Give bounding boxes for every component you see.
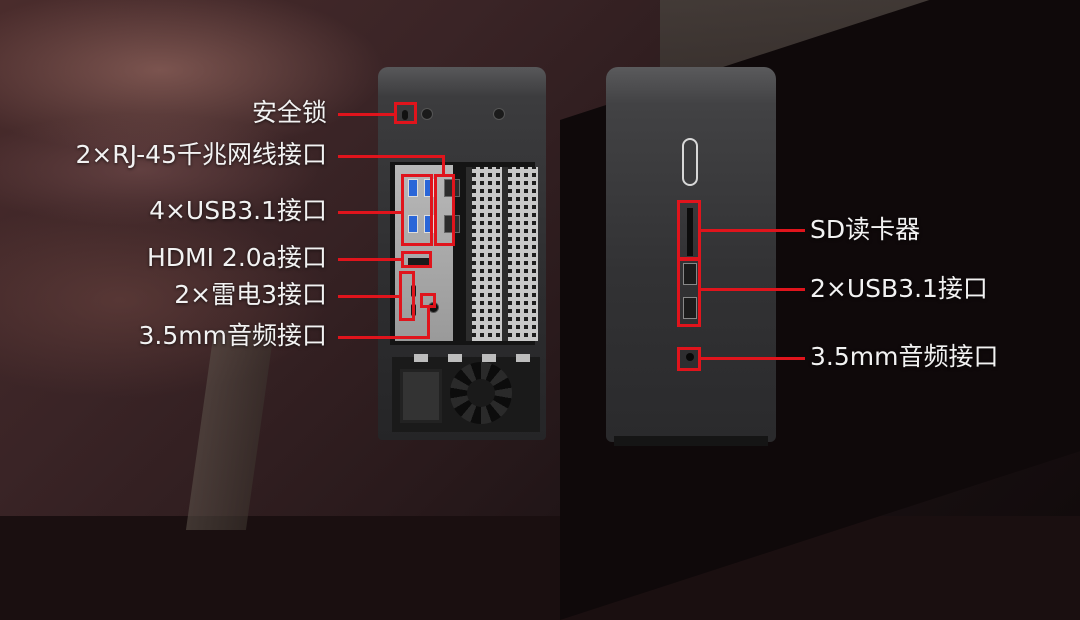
usb-port-icon [424, 179, 434, 197]
psu-tab [414, 354, 428, 362]
callout-line-audio-front [700, 357, 805, 360]
callout-box-hdmi [401, 251, 432, 268]
callout-box-usb-rear [401, 174, 433, 246]
label-rj45: 2×RJ-45千兆网线接口 [75, 140, 327, 169]
callout-line-sd-reader [700, 229, 805, 232]
callout-line-security-lock [338, 113, 395, 116]
callout-line-rj45 [338, 155, 444, 158]
label-usb-front: 2×USB3.1接口 [810, 274, 988, 303]
callout-line-rj45-vertical [442, 155, 445, 175]
sd-slot-icon [687, 208, 693, 256]
callout-line-hdmi [338, 258, 402, 261]
callout-box-usb-front [677, 257, 701, 327]
pcie-slot-cover [472, 167, 502, 341]
usb-port-icon [408, 179, 418, 197]
screw-icon [421, 108, 433, 120]
usb-port-icon [424, 215, 434, 233]
power-button[interactable] [682, 138, 698, 186]
label-security-lock: 安全锁 [251, 98, 327, 127]
label-hdmi: HDMI 2.0a接口 [146, 243, 327, 272]
usb-port-icon [408, 215, 418, 233]
label-usb-rear: 4×USB3.1接口 [149, 196, 327, 225]
usb-port-icon [683, 263, 697, 285]
callout-line-usb-rear [338, 211, 402, 214]
hdmi-port-icon [408, 258, 430, 266]
pcie-slot-cover [508, 167, 538, 341]
callout-line-usb-front [700, 288, 805, 291]
label-audio-rear: 3.5mm音频接口 [138, 321, 327, 350]
screw-icon [493, 108, 505, 120]
rear-chassis [378, 67, 546, 440]
audio-jack-icon [686, 353, 694, 361]
label-thunderbolt: 2×雷电3接口 [174, 280, 327, 309]
security-lock-slot-icon [402, 110, 408, 120]
usb-port-icon [683, 297, 697, 319]
psu-tab [448, 354, 462, 362]
callout-box-security-lock [394, 102, 417, 124]
callout-box-rj45 [434, 174, 455, 246]
psu-tab [482, 354, 496, 362]
chassis-foot [614, 436, 768, 446]
callout-line-audio-rear [338, 336, 429, 339]
label-sd-reader: SD读卡器 [810, 215, 921, 244]
callout-line-thunderbolt [338, 295, 400, 298]
callout-line-audio-rear-vertical [427, 307, 430, 339]
callout-box-sd-reader [677, 200, 701, 261]
callout-box-audio-rear [420, 293, 436, 308]
slot-separator [466, 167, 472, 341]
fan-grille-icon [450, 362, 512, 424]
psu-tab [516, 354, 530, 362]
callout-box-audio-front [677, 347, 701, 371]
label-audio-front: 3.5mm音频接口 [810, 342, 999, 371]
slot-separator [502, 167, 508, 341]
callout-box-thunderbolt [399, 271, 415, 321]
power-inlet-icon [400, 369, 442, 423]
